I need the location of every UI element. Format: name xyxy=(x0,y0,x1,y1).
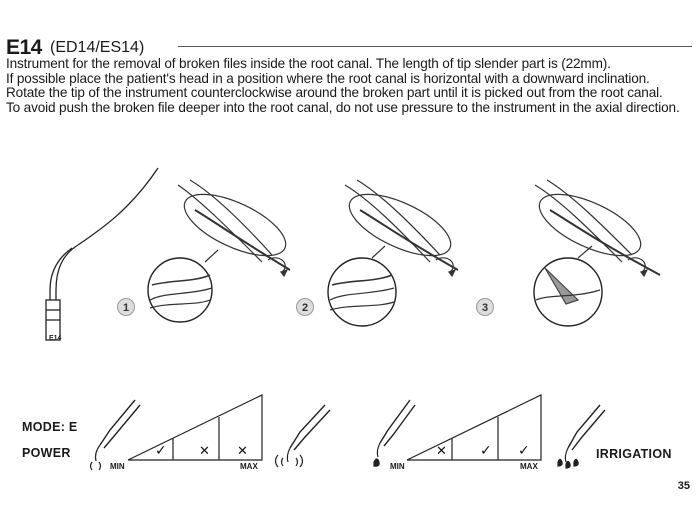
instruction-paragraph: To avoid push the broken file deeper int… xyxy=(6,99,680,115)
step-badge: 3 xyxy=(476,298,494,316)
product-variants: (ED14/ES14) xyxy=(50,39,145,56)
irrigation-label: IRRIGATION xyxy=(596,447,672,461)
step-badge: 2 xyxy=(296,298,314,316)
power-level-3-mark: ✕ xyxy=(237,444,248,459)
power-max-label: MAX xyxy=(240,462,258,471)
tip-illustration: E14 xyxy=(45,167,159,342)
irrigation-level-1-mark: ✕ xyxy=(436,444,447,459)
irrigation-level-3-mark: ✓ xyxy=(518,443,530,459)
svg-text:3: 3 xyxy=(482,302,488,314)
tip-label: E14 xyxy=(49,335,62,342)
step-2-illustration xyxy=(327,179,459,327)
page-header: E14 (ED14/ES14) xyxy=(6,36,696,59)
instruction-paragraph: If possible place the patient's head in … xyxy=(6,70,663,100)
step-badge: 1 xyxy=(117,298,135,316)
svg-text:2: 2 xyxy=(302,302,308,314)
product-code: E14 xyxy=(6,36,42,59)
step-3-illustration xyxy=(533,179,661,327)
header-rule xyxy=(178,46,692,47)
mode-label: MODE: E xyxy=(22,420,78,434)
instructions: Instrument for the removal of broken fil… xyxy=(6,56,692,115)
irrigation-chart: ✕ ✓ ✓ xyxy=(373,394,606,469)
irrigation-min-label: MIN xyxy=(390,462,405,471)
step-1-illustration xyxy=(147,179,291,323)
power-min-label: MIN xyxy=(110,462,125,471)
page-number: 35 xyxy=(677,480,690,492)
power-level-1-mark: ✓ xyxy=(155,443,167,459)
power-label: POWER xyxy=(22,446,71,460)
power-chart: ✓ ✕ ✕ xyxy=(89,394,331,471)
svg-text:1: 1 xyxy=(123,302,129,314)
irrigation-max-label: MAX xyxy=(520,462,538,471)
power-level-2-mark: ✕ xyxy=(199,444,210,459)
instruction-paragraph: Instrument for the removal of broken fil… xyxy=(6,56,611,71)
irrigation-level-2-mark: ✓ xyxy=(480,443,492,459)
